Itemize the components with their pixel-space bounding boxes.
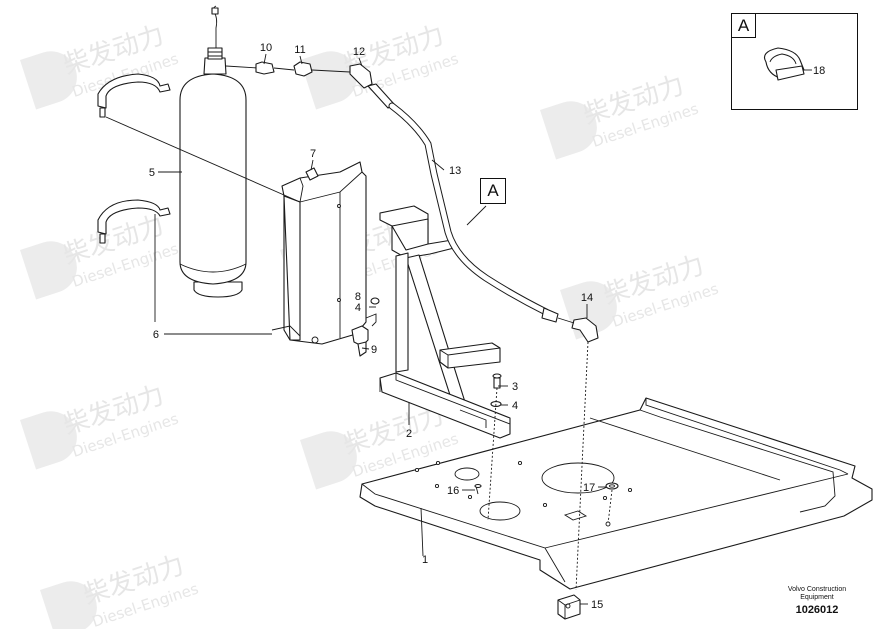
callout-15: 15 [591, 599, 603, 611]
drain-fitting [557, 594, 581, 620]
callout-8: 8 [355, 291, 361, 303]
callout-labels: 1 2 3 4 4 5 6 7 8 9 10 11 12 13 14 15 16… [149, 42, 825, 611]
detail-view-label: A [731, 13, 756, 38]
hardware [305, 167, 619, 527]
callout-14: 14 [581, 292, 593, 304]
platform-plate [359, 397, 873, 620]
mounting-plate [271, 161, 369, 347]
callout-10: 10 [260, 42, 272, 54]
platform-round-hole [541, 462, 615, 494]
callout-13: 13 [449, 165, 461, 177]
callout-6: 6 [153, 329, 159, 341]
hose [367, 83, 599, 591]
platform-hole [479, 501, 521, 521]
view-a-marker: A [480, 178, 506, 204]
callout-1: 1 [422, 554, 428, 566]
manufacturer-note: Volvo Construction Equipment [787, 586, 847, 601]
callout-16: 16 [447, 485, 459, 497]
callout-9: 9 [371, 344, 377, 356]
callout-4-lower: 4 [512, 400, 518, 412]
callout-3: 3 [512, 381, 518, 393]
detail-view-a [763, 47, 812, 81]
callout-17: 17 [583, 482, 595, 494]
clamp-straps [97, 73, 171, 244]
callout-2: 2 [406, 428, 412, 440]
leader-lines [105, 53, 606, 605]
callout-5: 5 [149, 167, 155, 179]
callout-18: 18 [813, 65, 825, 77]
platform-hole [454, 467, 480, 481]
callout-12: 12 [353, 46, 365, 58]
bracket-frame [379, 205, 511, 439]
callout-4-upper: 4 [355, 302, 361, 314]
drawing-number: 1026012 [795, 604, 839, 616]
callout-7: 7 [310, 148, 316, 160]
detail-view-frame [731, 13, 858, 110]
callout-11: 11 [294, 44, 305, 56]
extinguisher-bottle [179, 5, 247, 298]
